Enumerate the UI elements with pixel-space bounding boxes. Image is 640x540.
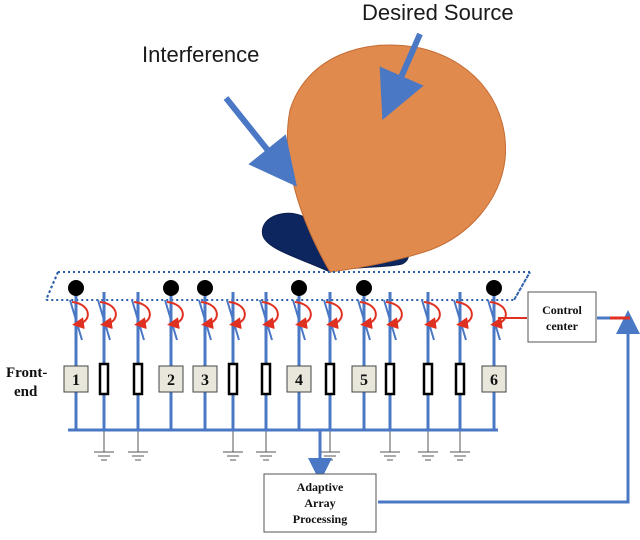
resistor	[422, 362, 434, 396]
interference-arrow	[223, 96, 297, 187]
channel-number: 5	[360, 372, 368, 389]
antenna-element-dot	[68, 280, 84, 296]
adaptive-line3: Processing	[293, 512, 347, 526]
array-plane	[44, 271, 532, 301]
antenna-element-dot	[163, 280, 179, 296]
switch-arrow	[294, 301, 312, 330]
channel-number: 4	[295, 372, 303, 389]
switch-arrow	[423, 301, 441, 330]
channel-number: 3	[201, 372, 209, 389]
resistor	[384, 362, 396, 396]
front-end-label-line1: Front-	[6, 365, 47, 381]
switch-arrow	[228, 301, 246, 330]
switch-arrow	[99, 301, 117, 330]
channel-number: 2	[167, 372, 175, 389]
switch-arrow	[489, 301, 507, 330]
control-center-box: Control center	[527, 291, 597, 343]
channel-box	[351, 365, 377, 393]
feedback-path	[378, 310, 640, 504]
channel-number: 6	[490, 372, 498, 389]
channel-box	[286, 365, 312, 393]
switch-arrow	[359, 301, 377, 330]
adaptive-line2: Array	[304, 496, 335, 510]
antenna-element-dot	[291, 280, 307, 296]
interference-label: Interference	[142, 42, 259, 67]
switch-arrow	[385, 301, 403, 330]
antenna-element-dot	[486, 280, 502, 296]
control-center-line1: Control	[542, 303, 582, 317]
front-end-label-line2: end	[14, 384, 38, 400]
switch-arrow	[71, 301, 89, 330]
channel-box	[481, 365, 507, 393]
antenna-element-dot	[197, 280, 213, 296]
resistor	[227, 362, 239, 396]
channel-box	[192, 365, 218, 393]
control-center-line2: center	[546, 319, 579, 333]
resistor	[260, 362, 272, 396]
switch-arrow	[133, 301, 151, 330]
desired-source-arrow	[379, 32, 424, 120]
resistor	[454, 362, 466, 396]
main-beam-lobe	[286, 44, 507, 273]
switch-arrow	[200, 301, 218, 330]
adaptive-line1: Adaptive	[297, 480, 344, 494]
resistor	[132, 362, 144, 396]
antenna-elements: 1 2 3 4 5 6	[63, 280, 507, 461]
channel-box	[158, 365, 184, 393]
switch-arrow	[455, 301, 473, 330]
resistor	[98, 362, 110, 396]
switch-arrow	[325, 301, 343, 330]
antenna-element-dot	[356, 280, 372, 296]
switch-arrow	[261, 301, 279, 330]
desired-source-label: Desired Source	[362, 0, 514, 25]
resistor	[324, 362, 336, 396]
switch-arrow	[166, 301, 184, 330]
channel-box	[63, 365, 89, 393]
adaptive-processing-box: Adaptive Array Processing	[263, 473, 377, 533]
channel-number: 1	[72, 372, 80, 389]
